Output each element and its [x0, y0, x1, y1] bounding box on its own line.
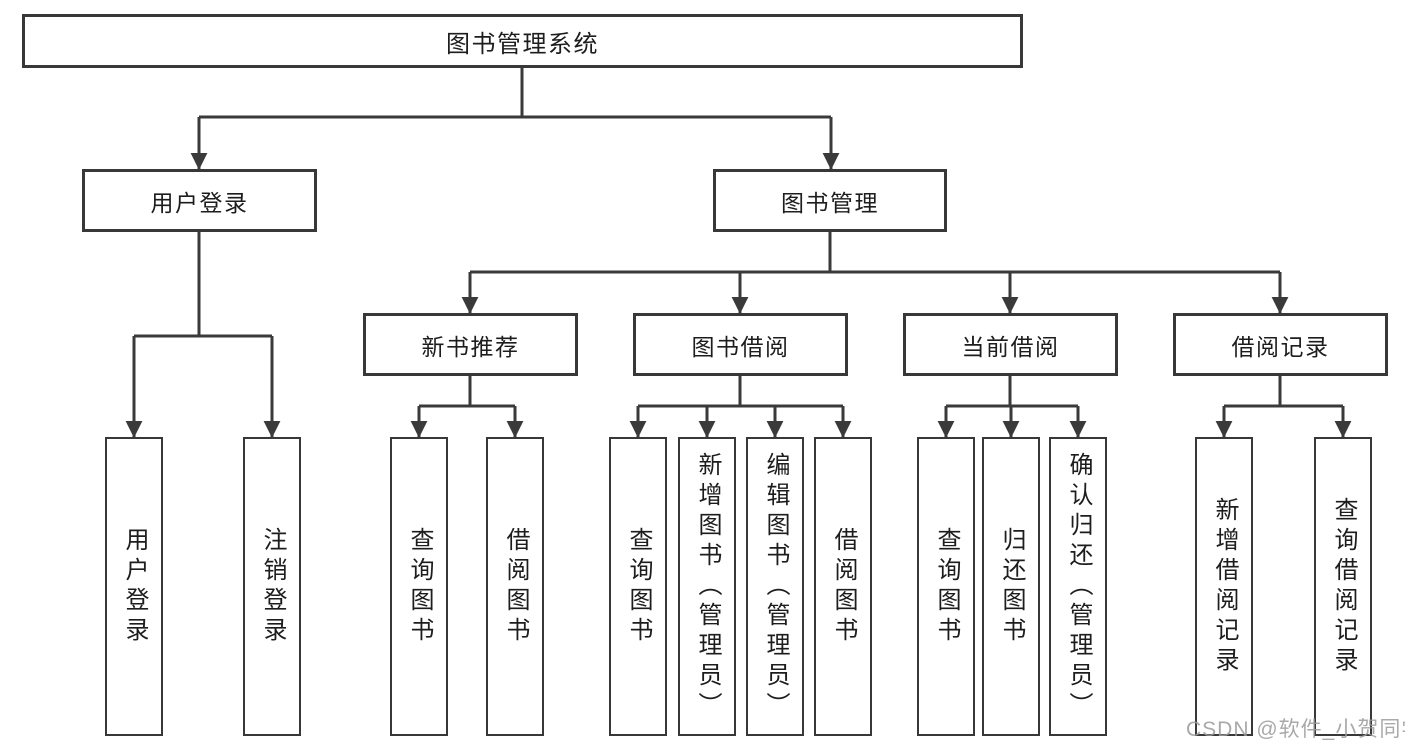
leaf-borrowing-query-books: 查询图书: [609, 437, 667, 736]
leaf-borrowing-query-books-label: 查询图书: [625, 526, 652, 647]
connector-login-to-leaves: [125, 232, 281, 438]
connector-borrowing-to-leaves: [629, 376, 852, 438]
leaf-user-login: 用户登录: [105, 437, 163, 736]
leaf-newbooks-borrow-books-label: 借阅图书: [502, 526, 529, 647]
node-root-label: 图书管理系统: [446, 30, 599, 58]
leaf-logout: 注销登录: [243, 437, 301, 736]
leaf-newbooks-borrow-books: 借阅图书: [486, 437, 544, 736]
leaf-borrowing-edit-books-admin: 编辑图书（管理员）: [746, 437, 804, 736]
csdn-watermark: CSDN @软件_小贺同学: [1186, 718, 1405, 741]
leaf-borrowing-borrow-books-label: 借阅图书: [830, 526, 857, 647]
leaf-current-confirm-return-admin-label: 确认归还（管理员）: [1065, 451, 1092, 722]
node-current-borrowing: 当前借阅: [903, 313, 1118, 376]
leaf-borrowing-add-books-admin-label: 新增图书（管理员）: [694, 451, 721, 722]
leaf-borrowing-add-books-admin: 新增图书（管理员）: [678, 437, 736, 736]
node-new-book-recommendation-label: 新书推荐: [421, 333, 520, 360]
leaf-records-add-record: 新增借阅记录: [1195, 437, 1253, 736]
node-borrowing-records-label: 借阅记录: [1231, 333, 1330, 360]
leaf-current-query-books: 查询图书: [917, 437, 975, 736]
node-new-book-recommendation: 新书推荐: [363, 313, 578, 376]
leaf-records-add-record-label: 新增借阅记录: [1211, 496, 1238, 677]
leaf-logout-label: 注销登录: [259, 526, 286, 647]
node-borrowing-records: 借阅记录: [1173, 313, 1388, 376]
node-book-management-module: 图书管理: [713, 169, 947, 232]
leaf-records-query-record: 查询借阅记录: [1314, 437, 1372, 736]
leaf-newbooks-query-books: 查询图书: [390, 437, 448, 736]
node-book-borrowing: 图书借阅: [633, 313, 848, 376]
leaf-borrowing-borrow-books: 借阅图书: [814, 437, 872, 736]
connector-records-to-leaves: [1215, 376, 1352, 438]
connector-current-to-leaves: [937, 376, 1087, 438]
node-book-management-label: 图书管理: [781, 189, 879, 216]
leaf-records-query-record-label: 查询借阅记录: [1330, 496, 1357, 677]
leaf-newbooks-query-books-label: 查询图书: [406, 526, 433, 647]
node-current-borrowing-label: 当前借阅: [961, 333, 1060, 360]
connector-root-to-level1: [190, 68, 840, 170]
leaf-borrowing-edit-books-admin-label: 编辑图书（管理员）: [762, 451, 789, 722]
leaf-current-query-books-label: 查询图书: [933, 526, 960, 647]
node-book-borrowing-label: 图书借阅: [691, 333, 790, 360]
leaf-current-return-books-label: 归还图书: [998, 526, 1025, 647]
connector-bookmgmt-to-level2: [461, 232, 1289, 314]
leaf-user-login-label: 用户登录: [121, 526, 148, 647]
connector-newbooks-to-leaves: [410, 376, 524, 438]
node-root-system: 图书管理系统: [22, 14, 1023, 68]
leaf-current-confirm-return-admin: 确认归还（管理员）: [1049, 437, 1107, 736]
leaf-current-return-books: 归还图书: [982, 437, 1040, 736]
node-user-login-module: 用户登录: [82, 169, 317, 232]
node-user-login-label: 用户登录: [150, 189, 249, 216]
